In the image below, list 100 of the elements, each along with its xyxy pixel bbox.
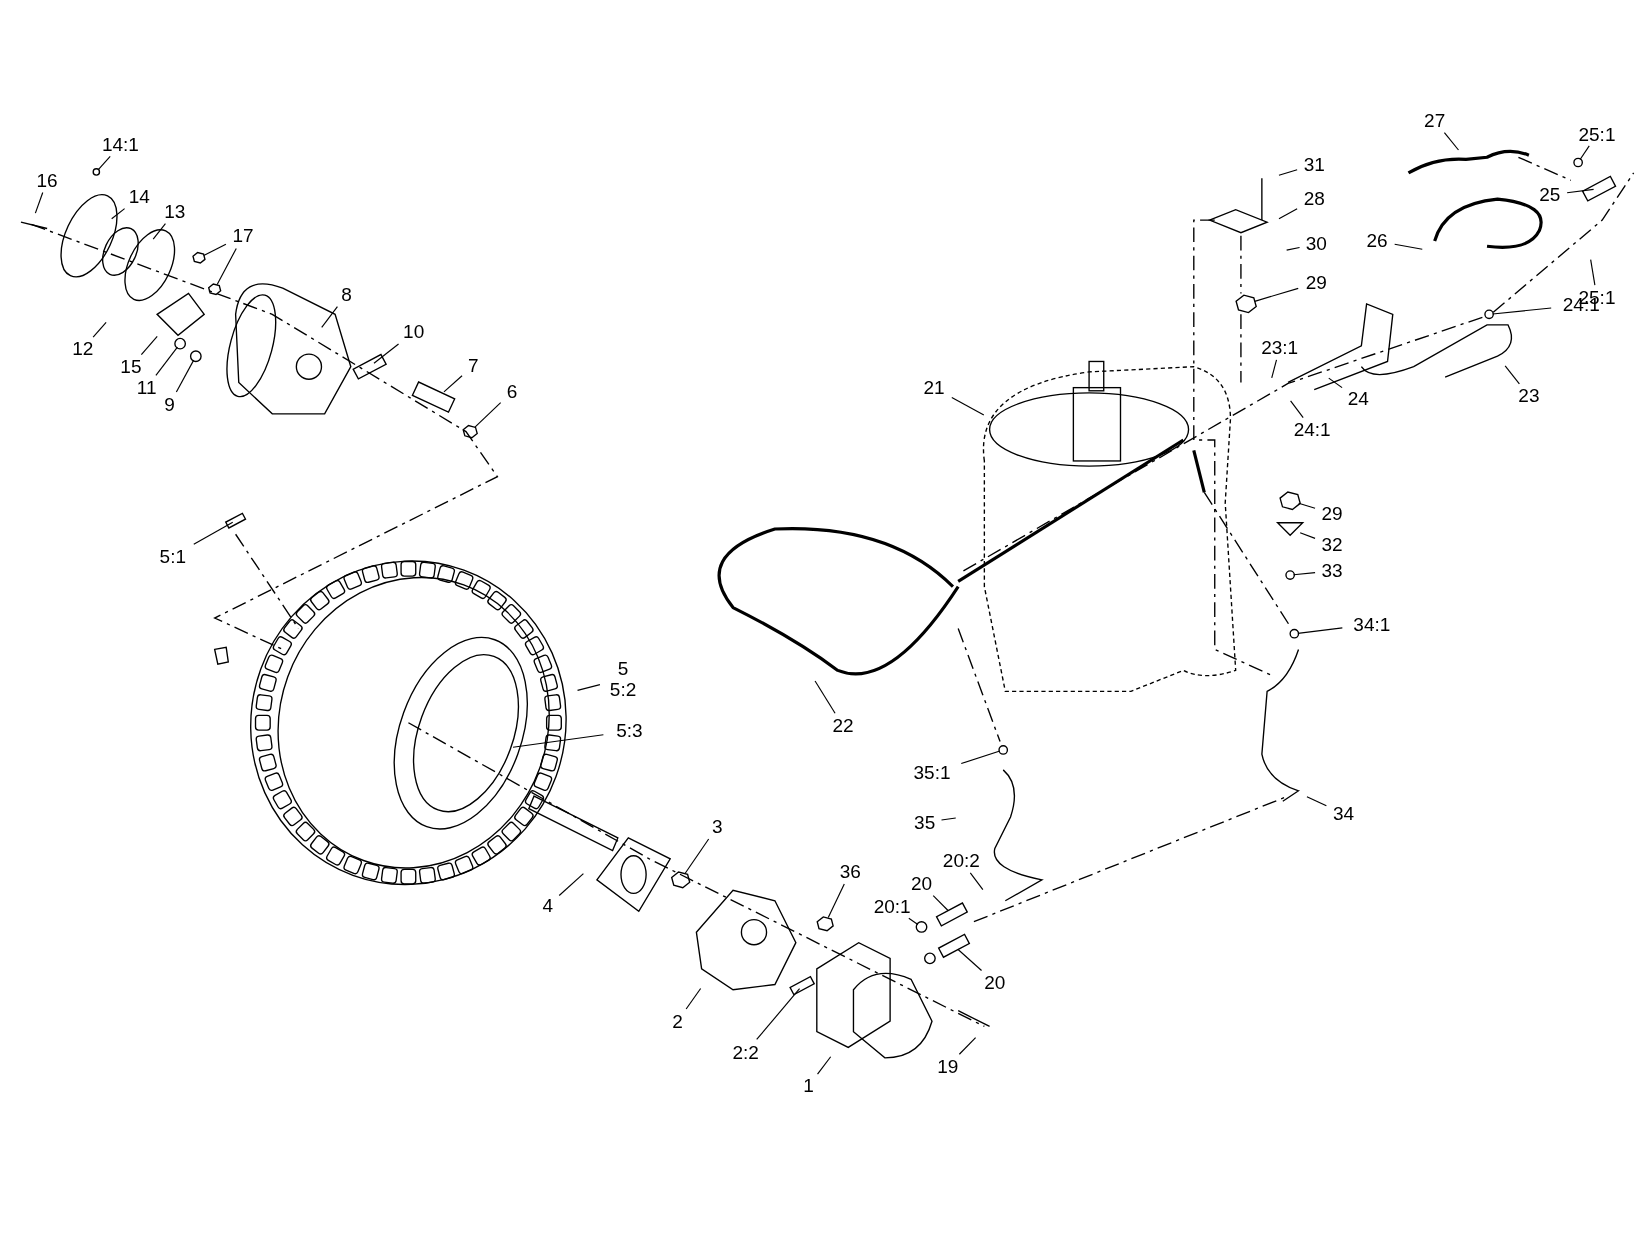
leader-line	[684, 838, 710, 874]
leader-line	[474, 402, 502, 428]
callout-number: 30	[1305, 233, 1327, 255]
callout-number: 22	[832, 715, 854, 737]
leader-line	[827, 883, 845, 918]
leader-line	[97, 155, 111, 171]
callout-number: 2	[672, 1010, 683, 1032]
leader-line	[1504, 365, 1520, 385]
leader-line	[816, 1056, 832, 1075]
leader-line	[1254, 287, 1299, 302]
leader-line	[1299, 532, 1316, 539]
leader-line	[932, 895, 949, 912]
callout-number: 20:2	[942, 850, 980, 872]
leader-line	[685, 987, 702, 1010]
callout-number: 29	[1305, 272, 1327, 294]
callout-number: 20:1	[873, 896, 911, 918]
leader-line	[321, 306, 338, 328]
callout-number: 2:2	[732, 1041, 759, 1063]
callout-number: 36	[839, 860, 861, 882]
leader-line	[951, 396, 985, 416]
callout-number: 35:1	[913, 762, 951, 784]
washer-drawing	[189, 350, 202, 363]
leader-line	[1286, 246, 1301, 251]
leader-line	[92, 321, 107, 338]
washer-drawing	[174, 337, 187, 350]
leader-line	[1297, 627, 1343, 634]
callout-number: 24:1	[1293, 418, 1331, 440]
nut-drawing	[670, 871, 691, 889]
o-ring-drawing	[1289, 628, 1300, 639]
callout-number: 14	[128, 186, 150, 208]
callout-number: 27	[1424, 109, 1446, 131]
leader-line	[1590, 259, 1596, 286]
leader-line	[814, 680, 836, 714]
leader-line	[1298, 502, 1316, 509]
callout-number: 6	[506, 381, 518, 403]
callout-number: 11	[136, 376, 157, 398]
leader-line	[443, 375, 463, 393]
callout-number: 25	[1539, 184, 1561, 206]
callout-number: 8	[341, 283, 352, 305]
callout-number: 35	[914, 811, 936, 833]
leader-line	[940, 817, 957, 821]
callout-number: 5:1	[159, 545, 186, 567]
callout-number: 20	[910, 873, 933, 895]
leader-line	[756, 988, 801, 1041]
leader-line	[111, 208, 126, 220]
nut-drawing	[1285, 570, 1295, 580]
callout-number: 26	[1366, 230, 1388, 252]
leader-line	[175, 359, 195, 393]
callout-number: 12	[72, 338, 94, 360]
o-ring-drawing	[1573, 157, 1583, 168]
leader-line	[1328, 377, 1343, 389]
leader-line	[960, 750, 1001, 765]
callout-number: 20	[984, 971, 1006, 993]
leader-line	[1278, 169, 1298, 176]
leader-line	[512, 734, 604, 748]
nut-drawing	[816, 916, 834, 932]
clip-drawing	[1279, 491, 1301, 511]
callout-number: 5:2	[609, 678, 637, 700]
callout-number: 17	[232, 225, 254, 247]
clip-drawing	[1235, 294, 1257, 314]
tee-fitting-drawing	[1581, 175, 1617, 202]
callout-number: 34	[1332, 803, 1355, 825]
nut-drawing	[192, 251, 206, 264]
wedge-drawing	[1275, 522, 1305, 537]
callout-number: 19	[937, 1055, 959, 1077]
leader-line	[1492, 307, 1552, 315]
nut-drawing	[207, 283, 222, 296]
callout-number: 28	[1303, 188, 1325, 210]
nut-drawing	[462, 424, 478, 439]
leader-line	[558, 873, 584, 897]
bolt-drawing	[789, 975, 816, 996]
fitting-drawing	[935, 902, 969, 927]
leader-line	[155, 346, 178, 376]
o-ring-drawing	[915, 921, 928, 933]
callout-number: 15	[120, 356, 142, 377]
leader-line	[1394, 243, 1423, 250]
o-ring-drawing	[1484, 309, 1494, 320]
leader-line	[1290, 400, 1304, 419]
callout-number: 9	[164, 393, 175, 415]
leader-line	[1306, 796, 1327, 807]
callout-number: 23:1	[1261, 337, 1299, 359]
leader-line	[1293, 572, 1316, 576]
leader-line	[193, 521, 234, 545]
o-ring-drawing	[998, 745, 1009, 755]
callout-number: 1	[803, 1075, 814, 1097]
valve-stem-drawing	[224, 512, 247, 529]
leader-line	[1443, 132, 1460, 151]
leader-line	[1579, 145, 1590, 161]
callout-number: 7	[468, 354, 479, 376]
callout-number: 23	[1518, 385, 1540, 407]
callout-number: 34:1	[1353, 613, 1391, 635]
callout-number: 4	[542, 895, 553, 917]
leader-line	[958, 1036, 977, 1055]
callout-number: 29	[1321, 502, 1343, 524]
leader-line	[957, 948, 983, 972]
leader-line	[908, 917, 919, 926]
leader-line	[152, 223, 166, 240]
leader-line	[216, 247, 237, 286]
leader-line	[576, 684, 601, 691]
leader-line	[1271, 359, 1278, 379]
